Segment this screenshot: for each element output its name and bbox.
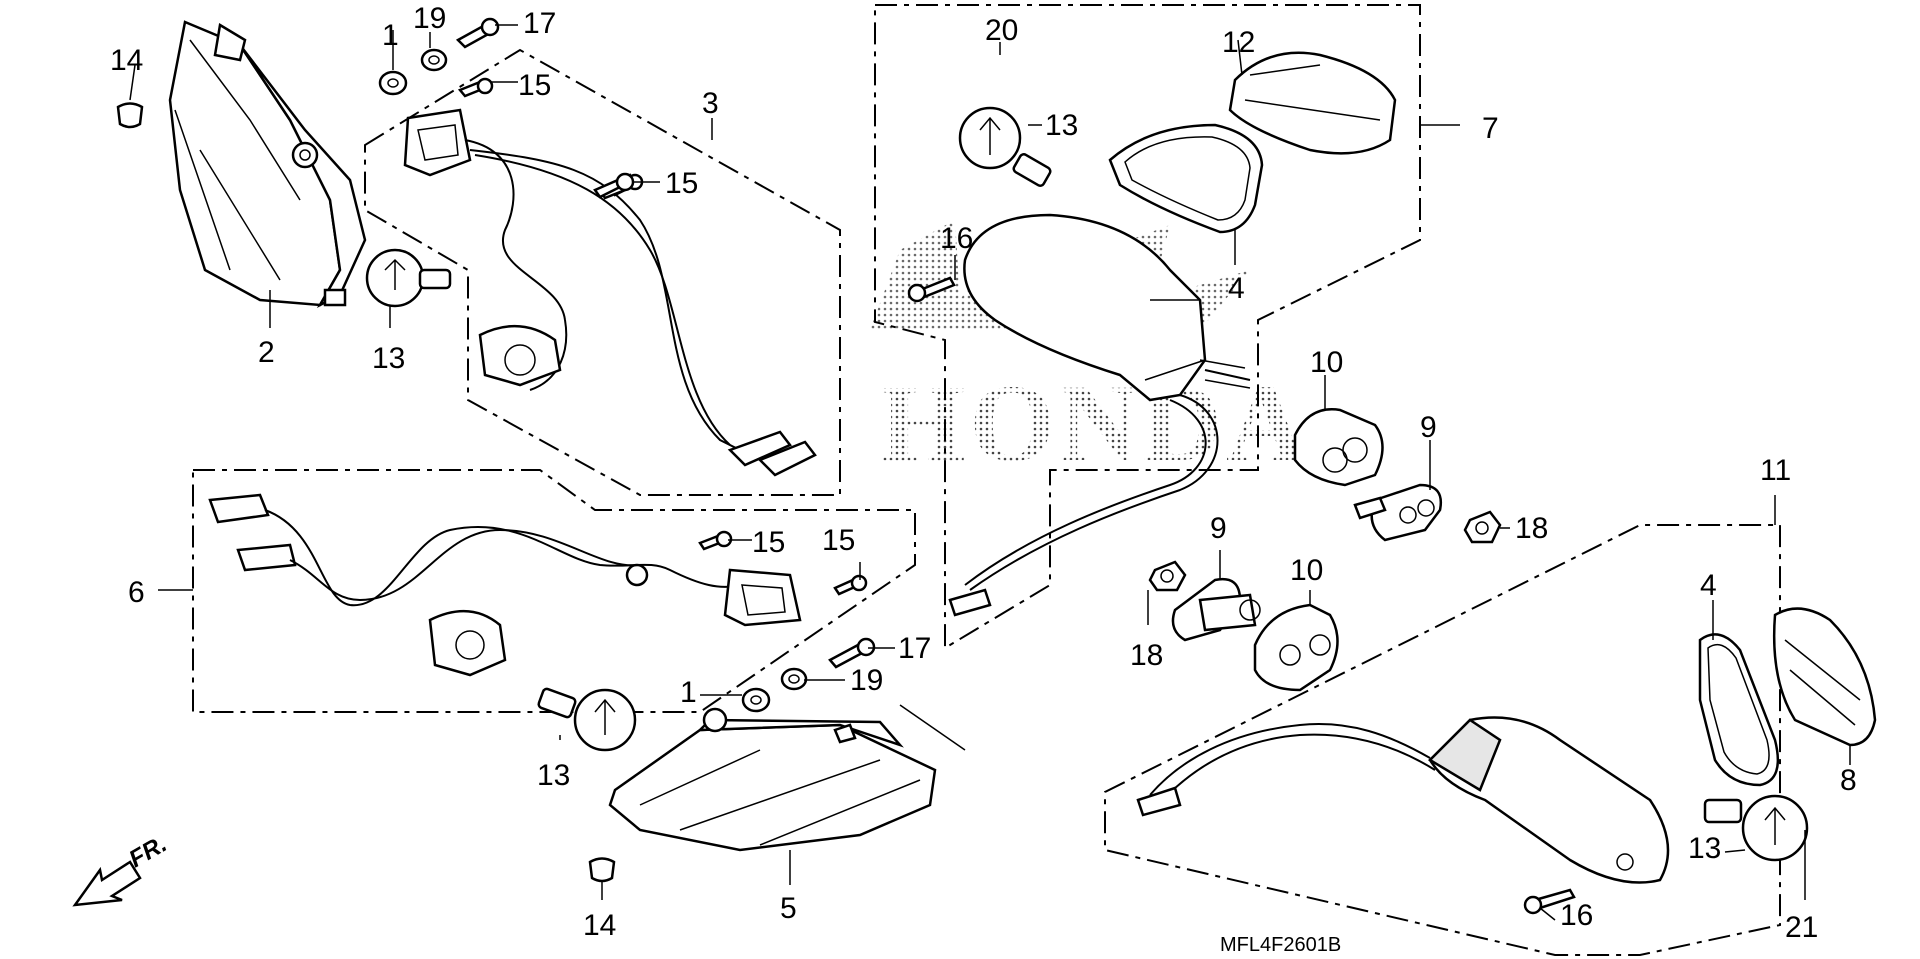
callout-9: 9	[1210, 512, 1227, 545]
connector-6	[208, 493, 270, 524]
lens-12	[1228, 51, 1397, 155]
nut-18-lower	[1148, 560, 1187, 592]
callout-19: 19	[413, 2, 446, 35]
front-winker-left-assembly	[116, 20, 452, 308]
mount-hardware-upper	[1293, 408, 1502, 544]
group-boundaries	[192, 4, 1781, 956]
callout-13: 13	[372, 342, 405, 375]
callout-15: 15	[665, 167, 698, 200]
callout-4: 4	[1228, 272, 1245, 305]
front-winker-lens-right	[608, 723, 937, 852]
callout-10: 10	[1310, 346, 1343, 379]
socket-6	[428, 609, 507, 677]
callout-2: 2	[258, 336, 275, 369]
nut-18-upper	[1463, 510, 1502, 544]
honda-watermark-text: HONDA	[880, 362, 1309, 484]
rear-winker-lower-assembly	[1136, 607, 1877, 915]
grommet-14-lower	[588, 857, 616, 883]
bulb-13-lower-left	[537, 687, 637, 752]
lens-8	[1772, 607, 1877, 747]
callout-18: 18	[1515, 512, 1548, 545]
callout-16: 16	[1560, 899, 1593, 932]
callout-7: 7	[1482, 112, 1499, 145]
callout-15: 15	[518, 69, 551, 102]
callout-21: 21	[1785, 911, 1818, 944]
boundary-left-front-winker	[364, 48, 841, 496]
front-arrow-icon	[72, 860, 142, 907]
front-winker-right-assembly	[588, 707, 937, 883]
callout-13: 13	[1688, 832, 1721, 865]
callout-16: 16	[940, 222, 973, 255]
callout-12: 12	[1222, 26, 1255, 59]
wire-harness-3	[403, 108, 817, 477]
callout-13: 13	[537, 759, 570, 792]
rear-winker-body-upper	[963, 213, 1207, 402]
callout-4: 4	[1700, 569, 1717, 602]
callout-15: 15	[752, 526, 785, 559]
boundary-rear-winker-upper	[874, 4, 1421, 650]
hardware-lower	[741, 637, 876, 713]
callout-19: 19	[850, 664, 883, 697]
socket-3-upper	[403, 108, 472, 177]
callout-3: 3	[702, 87, 719, 120]
boundary-left-harness	[192, 469, 916, 713]
callout-20: 20	[985, 14, 1018, 47]
front-direction-arrow: FR.	[72, 830, 171, 907]
boundary-rear-winker-lower	[1104, 524, 1781, 956]
bulb-13-upper-right	[958, 106, 1052, 187]
callout-8: 8	[1840, 764, 1857, 797]
connector-11	[1136, 786, 1182, 817]
gasket-4-upper	[1108, 123, 1264, 234]
callout-18: 18	[1130, 639, 1163, 672]
callout-6: 6	[128, 576, 145, 609]
leader-lines	[129, 24, 1851, 921]
callout-10: 10	[1290, 554, 1323, 587]
callout-14: 14	[583, 909, 616, 942]
socket-3-lower	[478, 324, 562, 387]
callout-1: 1	[382, 19, 399, 52]
callout-numbers: 14 2 1 19 17 15 13 3 15 6 15 15 17 1 19 …	[110, 2, 1857, 944]
bulb-13-lower-right	[1703, 794, 1809, 862]
plate-9-upper	[1370, 483, 1443, 542]
callout-1: 1	[680, 676, 697, 709]
rear-winker-upper-assembly	[907, 51, 1397, 617]
callout-9: 9	[1420, 411, 1437, 444]
mount-hardware-lower	[1148, 560, 1339, 692]
grommet-14-upper	[116, 102, 144, 129]
callout-15: 15	[822, 524, 855, 557]
diagram-part-code: MFL4F2601B	[1220, 934, 1341, 956]
rubber-10-upper	[1293, 408, 1384, 487]
callout-5: 5	[780, 892, 797, 925]
callout-17: 17	[523, 7, 556, 40]
bulb-13-upper-left	[365, 248, 452, 308]
hardware-top-left	[378, 17, 500, 98]
callout-14: 14	[110, 44, 143, 77]
gasket-4-lower	[1698, 633, 1780, 787]
callout-17: 17	[898, 632, 931, 665]
connector-7	[948, 588, 992, 617]
callout-13: 13	[1045, 109, 1078, 142]
callout-11: 11	[1760, 454, 1791, 487]
wire-harness-6	[208, 493, 802, 677]
screws-15	[593, 172, 868, 596]
